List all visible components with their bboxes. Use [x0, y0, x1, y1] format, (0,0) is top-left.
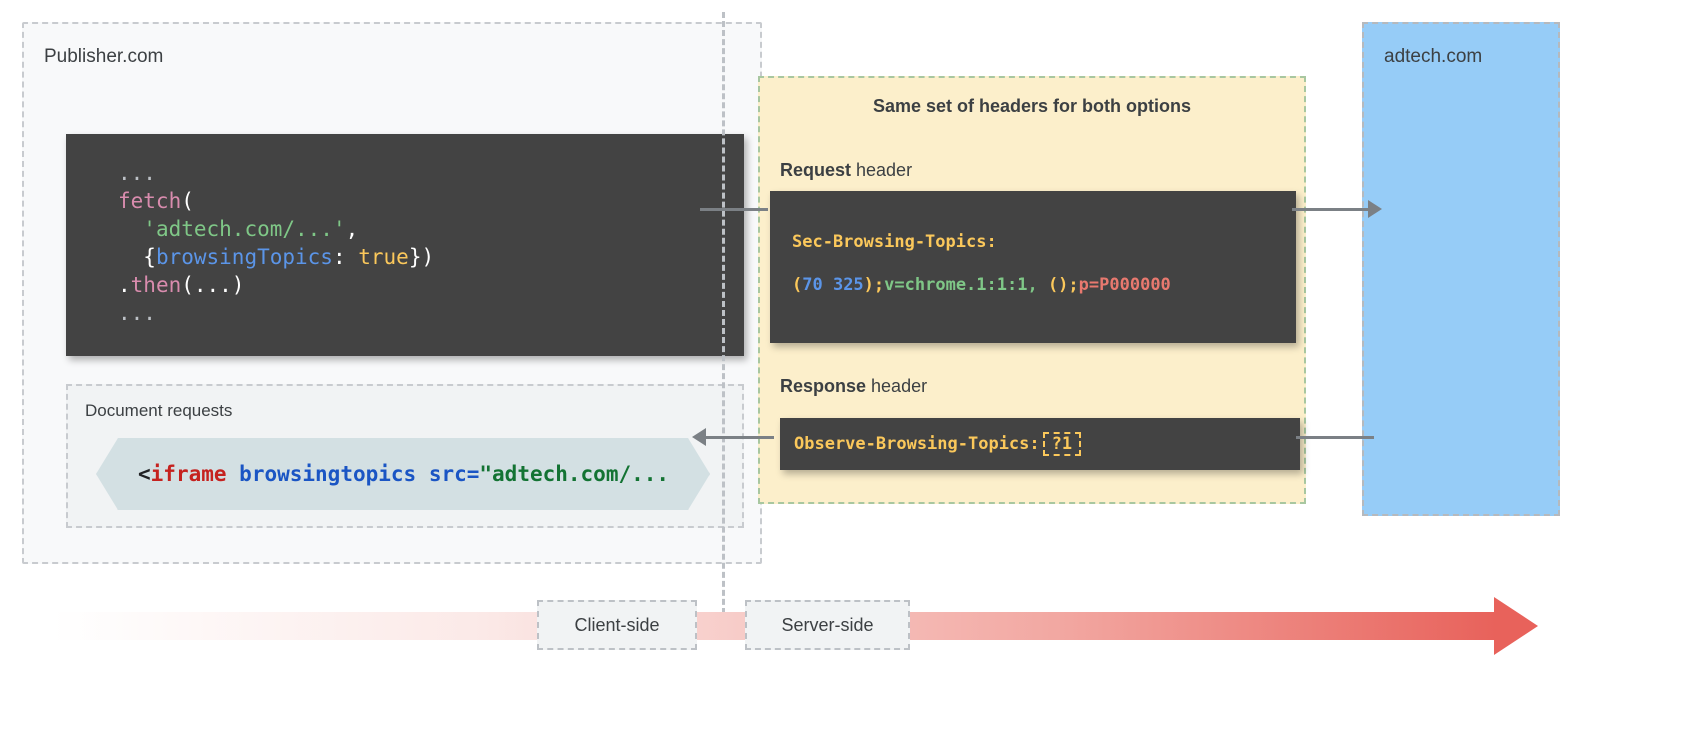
code-token: (: [181, 188, 194, 213]
arrow-publisher-to-headers-icon: [700, 208, 768, 211]
code-token: {: [118, 244, 156, 269]
headers-panel: Same set of headers for both options Req…: [758, 76, 1306, 504]
code-token: :: [332, 244, 359, 269]
timeline-arrow-head-icon: [1494, 597, 1538, 655]
arrow-headers-to-adtech-head-icon: [1368, 200, 1382, 218]
code-token: "adtech.com/...: [479, 462, 670, 486]
code-token: ;: [873, 275, 885, 296]
client-server-divider: [722, 12, 725, 632]
arrow-headers-to-publisher-icon: [706, 436, 774, 439]
code-token: (...): [181, 272, 245, 297]
code-token: .: [118, 272, 131, 297]
arrow-headers-to-publisher-head-icon: [692, 428, 706, 446]
code-token: }): [408, 244, 435, 269]
fetch-code-text: ... fetch( 'adtech.com/...', {browsingTo…: [118, 160, 744, 328]
code-token: v=chrome.1:1:1,: [884, 275, 1048, 296]
code-token: [227, 462, 240, 486]
code-token: 70 325: [802, 275, 864, 296]
code-token: true: [358, 244, 409, 269]
headers-panel-title: Same set of headers for both options: [872, 96, 1192, 116]
adtech-panel: adtech.com: [1362, 22, 1560, 516]
document-requests-label: Document requests: [85, 401, 233, 420]
iframe-snippet-shape: <iframe browsingtopics src="adtech.com/.…: [96, 438, 710, 510]
document-requests-panel: Document requests <iframe browsingtopics…: [66, 384, 744, 528]
code-token: Sec-Browsing-Topics:: [792, 232, 997, 252]
response-header-caption-bold: Response: [780, 376, 867, 396]
adtech-panel-label: adtech.com: [1384, 46, 1483, 67]
code-token: then: [130, 272, 182, 297]
code-token: iframe: [150, 462, 227, 486]
code-token: ...: [118, 300, 156, 325]
request-header-code-text: Sec-Browsing-Topics: (70 325);v=chrome.1…: [792, 221, 1296, 308]
code-token: ...: [118, 161, 156, 185]
request-header-caption: Request header: [780, 160, 912, 181]
code-token: 'adtech.com/...': [143, 216, 346, 241]
code-token: fetch: [118, 188, 182, 213]
response-header-code-block: Observe-Browsing-Topics:?1: [780, 418, 1300, 470]
code-token: ,: [345, 216, 359, 241]
publisher-panel-label: Publisher.com: [44, 46, 164, 67]
code-token: [118, 217, 143, 241]
request-header-caption-bold: Request: [780, 160, 852, 180]
request-header-code-block: Sec-Browsing-Topics: (70 325);v=chrome.1…: [770, 191, 1296, 343]
code-token: browsingTopics: [155, 244, 333, 269]
publisher-panel: Publisher.com ... fetch( 'adtech.com/...…: [22, 22, 762, 564]
code-token: (): [1047, 275, 1069, 296]
response-header-name: Observe-Browsing-Topics:: [794, 434, 1040, 454]
timeline-chip-server-side: Server-side: [745, 600, 910, 650]
timeline-chip-client-side: Client-side: [537, 600, 697, 650]
arrow-adtech-to-headers-icon: [1296, 436, 1374, 439]
response-header-code-text: Observe-Browsing-Topics:?1: [794, 431, 1082, 457]
request-header-caption-rest: header: [851, 160, 913, 180]
fetch-code-block: ... fetch( 'adtech.com/...', {browsingTo…: [66, 134, 744, 356]
code-token: ;: [1068, 275, 1079, 296]
code-token: (: [792, 275, 803, 296]
code-token: browsingtopics src=: [239, 462, 480, 486]
arrow-headers-to-adtech-icon: [1292, 208, 1370, 211]
code-token: <: [138, 462, 151, 486]
iframe-code-text: <iframe browsingtopics src="adtech.com/.…: [138, 462, 669, 486]
response-header-value-highlight: ?1: [1042, 431, 1082, 457]
response-header-caption: Response header: [780, 376, 927, 397]
response-header-caption-rest: header: [866, 376, 928, 396]
code-token: ): [863, 275, 874, 296]
code-token: p=P000000: [1078, 275, 1171, 296]
